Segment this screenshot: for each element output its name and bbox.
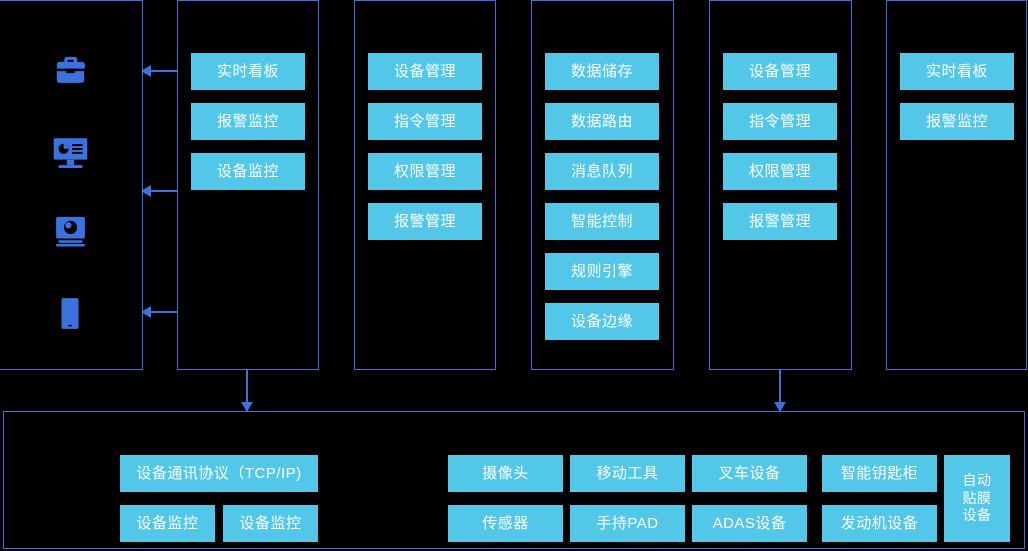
chip-management2-command-mgmt[interactable]: 指令管理 — [723, 103, 837, 140]
chip-application2-realtime-board[interactable]: 实时看板 — [900, 53, 1014, 90]
chip-device-mobile-tool[interactable]: 移动工具 — [570, 455, 685, 492]
management-column-secondary-frame — [709, 0, 852, 370]
chip-device-smart-key-cabinet[interactable]: 智能钥匙柜 — [822, 455, 937, 492]
chip-application-device-monitor[interactable]: 设备监控 — [191, 153, 305, 190]
platform-column-frame — [531, 0, 674, 370]
chip-application2-alarm-monitor[interactable]: 报警监控 — [900, 103, 1014, 140]
chip-management-command-mgmt[interactable]: 指令管理 — [368, 103, 482, 140]
chip-management-device-mgmt[interactable]: 设备管理 — [368, 53, 482, 90]
chip-platform-device-edge[interactable]: 设备边缘 — [545, 303, 659, 340]
chip-device-handheld-pad[interactable]: 手持PAD — [570, 505, 685, 542]
device-layer-panel — [3, 411, 1025, 549]
chip-management2-device-mgmt[interactable]: 设备管理 — [723, 53, 837, 90]
application-column-secondary-frame — [886, 0, 1027, 370]
chip-application-alarm-monitor[interactable]: 报警监控 — [191, 103, 305, 140]
chip-platform-message-queue[interactable]: 消息队列 — [545, 153, 659, 190]
chip-device-forklift[interactable]: 叉车设备 — [692, 455, 807, 492]
toolbox-icon — [52, 52, 89, 89]
chip-management-permission-mgmt[interactable]: 权限管理 — [368, 153, 482, 190]
chip-management2-alarm-mgmt[interactable]: 报警管理 — [723, 203, 837, 240]
arrow-to-actor-2 — [141, 185, 177, 197]
application-column-frame — [177, 0, 319, 370]
arrow-application-to-device-layer — [241, 370, 253, 412]
chip-device-adas[interactable]: ADAS设备 — [692, 505, 807, 542]
camera-icon — [52, 213, 89, 249]
chip-management-alarm-mgmt[interactable]: 报警管理 — [368, 203, 482, 240]
chip-protocol-device-monitor-1[interactable]: 设备监控 — [120, 505, 215, 542]
chip-platform-data-routing[interactable]: 数据路由 — [545, 103, 659, 140]
chip-device-comm-protocol[interactable]: 设备通讯协议（TCP/IP) — [120, 455, 318, 492]
chip-management2-permission-mgmt[interactable]: 权限管理 — [723, 153, 837, 190]
arrow-to-actor-3 — [141, 306, 177, 318]
chip-device-auto-film-applicator[interactable]: 自动 贴膜 设备 — [944, 455, 1010, 542]
chip-platform-rule-engine[interactable]: 规则引擎 — [545, 253, 659, 290]
chip-device-sensor[interactable]: 传感器 — [448, 505, 563, 542]
chip-device-engine[interactable]: 发动机设备 — [822, 505, 937, 542]
chip-platform-smart-control[interactable]: 智能控制 — [545, 203, 659, 240]
mobile-phone-icon — [60, 297, 80, 330]
chip-application-realtime-board[interactable]: 实时看板 — [191, 53, 305, 90]
monitor-dashboard-icon — [51, 135, 90, 171]
chip-platform-data-storage[interactable]: 数据储存 — [545, 53, 659, 90]
chip-device-camera[interactable]: 摄像头 — [448, 455, 563, 492]
arrow-management-to-device-layer — [774, 370, 786, 412]
chip-protocol-device-monitor-2[interactable]: 设备监控 — [223, 505, 318, 542]
arrow-to-actor-1 — [141, 65, 177, 77]
management-column-frame — [354, 0, 496, 370]
